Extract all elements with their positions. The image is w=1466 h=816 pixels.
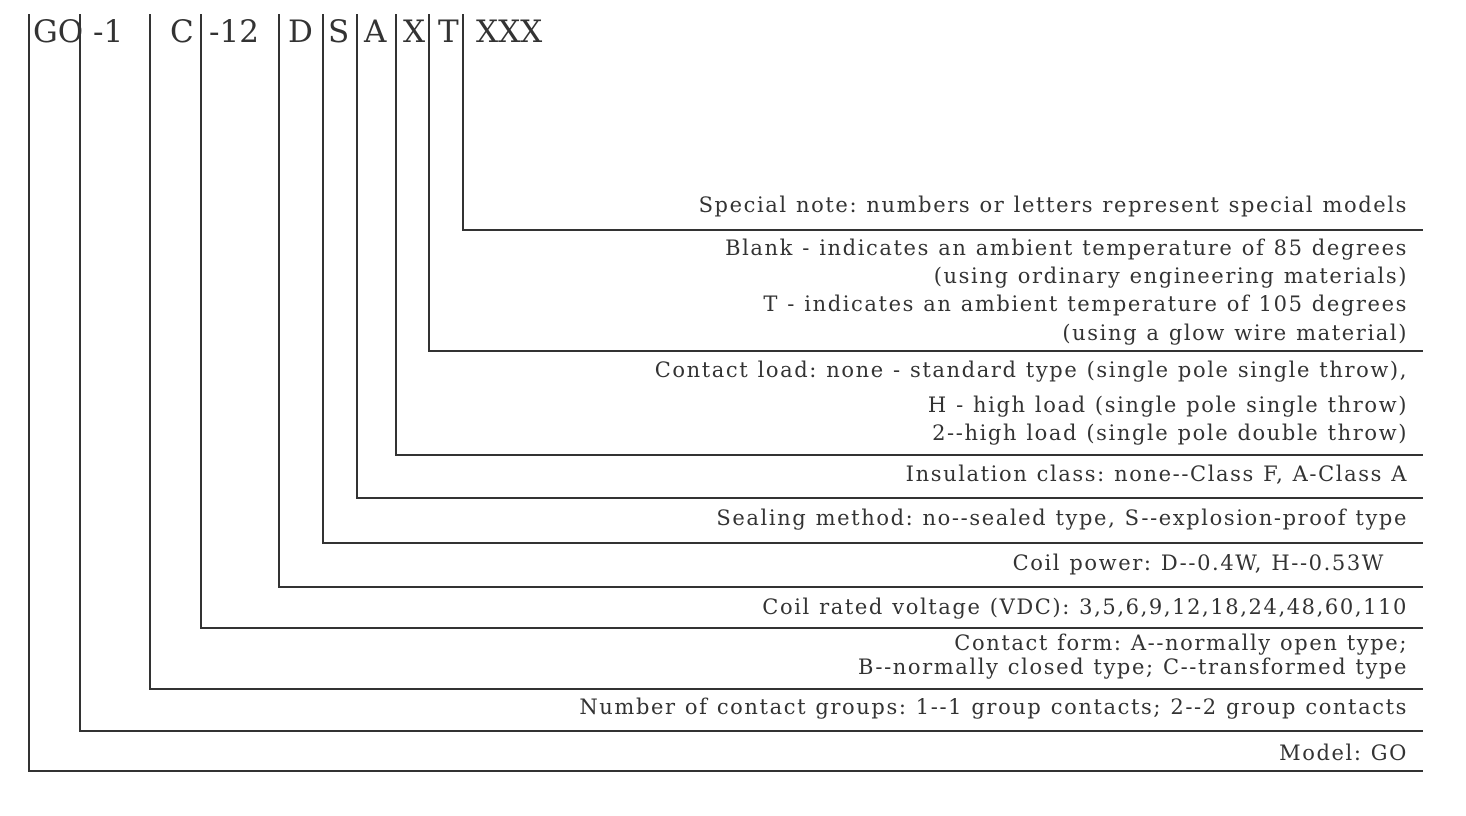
desc-contact-form-line: B--normally closed type; C--transformed …	[858, 655, 1408, 679]
segment-insulation: A	[363, 14, 387, 50]
connector-model	[28, 14, 1423, 772]
desc-temperature-line: (using ordinary engineering materials)	[934, 264, 1408, 288]
desc-contact-load-line: 2--high load (single pole double throw)	[932, 421, 1408, 445]
segment-voltage: -12	[209, 14, 259, 50]
desc-special: Special note: numbers or letters represe…	[699, 193, 1408, 217]
connector-contact-form	[149, 46, 1423, 690]
descriptions: Special note: numbers or letters represe…	[579, 193, 1408, 765]
connector-sealing	[322, 46, 1423, 544]
desc-model: Model: GO	[1279, 741, 1408, 765]
desc-contact-load-line: H - high load (single pole single throw)	[928, 393, 1408, 417]
connector-contact-load	[395, 46, 1423, 456]
desc-contact-groups: Number of contact groups: 1--1 group con…	[579, 695, 1408, 719]
segment-go: GO	[33, 14, 83, 50]
segment-coil-power: D	[288, 14, 313, 50]
connector-insulation	[356, 46, 1423, 499]
segment-special: XXX	[476, 14, 542, 50]
segment-temperature: T	[438, 14, 459, 50]
segment-contact-groups: -1	[93, 14, 123, 50]
desc-contact-form-line: Contact form: A--normally open type;	[954, 631, 1408, 655]
desc-coil-power: Coil power: D--0.4W, H--0.53W	[1013, 551, 1385, 575]
desc-insulation: Insulation class: none--Class F, A-Class…	[906, 462, 1408, 486]
connector-lines	[28, 14, 1423, 772]
segment-sealing: S	[328, 14, 349, 50]
desc-contact-load-line: Contact load: none - standard type (sing…	[655, 358, 1408, 382]
desc-temperature-line: (using a glow wire material)	[1062, 321, 1408, 345]
connector-coil-power	[278, 46, 1423, 588]
segment-contact-form: C	[170, 14, 194, 50]
desc-temperature-line: T - indicates an ambient temperature of …	[763, 292, 1408, 316]
connector-temperature	[428, 46, 1423, 352]
connector-contact-groups	[79, 46, 1423, 732]
connector-special	[462, 14, 1423, 231]
desc-temperature-line: Blank - indicates an ambient temperature…	[725, 236, 1408, 260]
model-code-header: GO -1 C -12 D S A X T XXX	[33, 14, 542, 50]
connector-voltage	[200, 46, 1423, 629]
desc-sealing: Sealing method: no--sealed type, S--expl…	[716, 506, 1408, 530]
segment-contact-load: X	[403, 14, 425, 50]
desc-voltage: Coil rated voltage (VDC): 3,5,6,9,12,18,…	[762, 595, 1408, 619]
